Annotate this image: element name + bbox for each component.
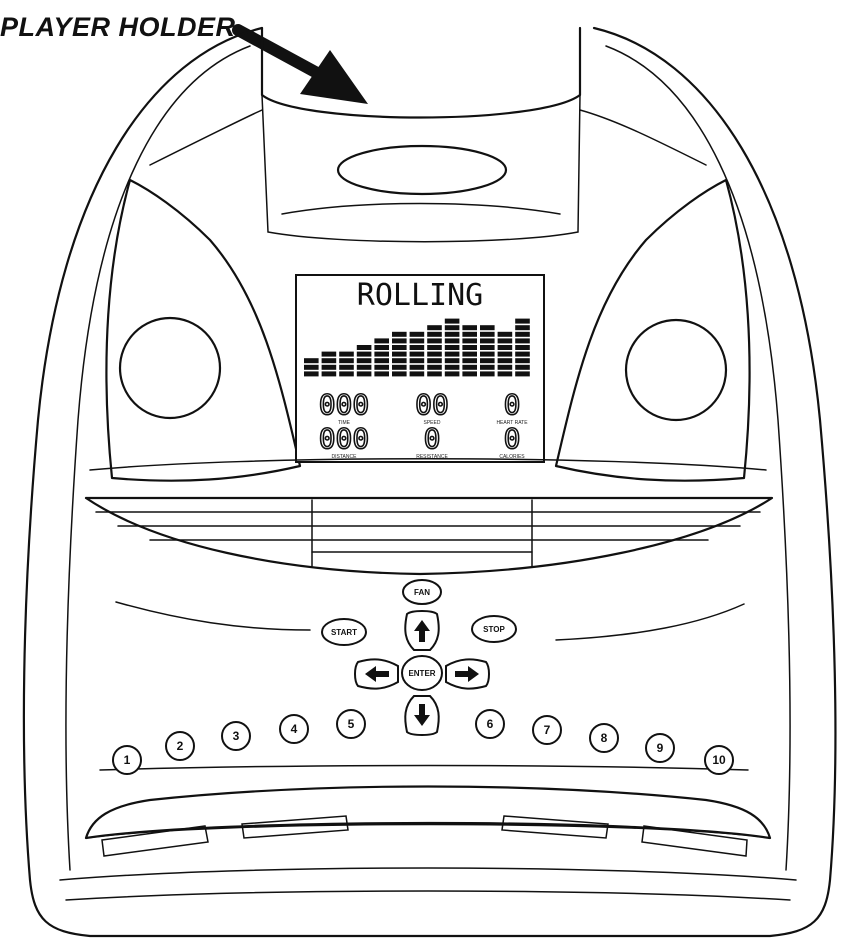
left-keypad-curve [115, 601, 311, 631]
lower-panel-curve [99, 764, 749, 771]
lcd-readout-label: DISTANCE [332, 454, 358, 460]
quick-key-9[interactable]: 9 [645, 733, 675, 763]
right-speaker [624, 318, 728, 422]
lcd-readout-label: CALORIES [499, 454, 525, 460]
svg-text:ENTER: ENTER [408, 669, 435, 678]
quick-key-4[interactable]: 4 [279, 714, 309, 744]
profile-bar [339, 351, 354, 377]
arrow-down-icon [414, 704, 430, 726]
left-outer-pad [101, 825, 209, 857]
left-speaker [118, 316, 222, 420]
right-keypad-curve [555, 603, 745, 641]
lcd-readout-value: 0 [424, 422, 441, 455]
quick-key-6[interactable]: 6 [475, 709, 505, 739]
profile-bar [427, 325, 442, 377]
quick-key-label: 7 [544, 723, 551, 737]
lcd-readout-label: HEART RATE [496, 420, 528, 426]
quick-key-label: 8 [601, 731, 608, 745]
callout-arrow [232, 24, 368, 104]
fan-button[interactable]: FAN [402, 579, 442, 605]
profile-bar [515, 318, 530, 377]
up-arrow-button[interactable] [404, 610, 440, 651]
stop-button[interactable]: STOP [471, 615, 517, 643]
start-button[interactable]: START [321, 618, 367, 646]
lcd-profile-chart [304, 318, 530, 377]
profile-bar [304, 358, 319, 377]
bottom-shelf [84, 785, 772, 857]
quick-key-8[interactable]: 8 [589, 723, 619, 753]
console-body [22, 26, 837, 938]
quick-key-2[interactable]: 2 [165, 731, 195, 761]
profile-bar [444, 318, 460, 377]
left-inner-pad [241, 815, 349, 839]
down-arrow-button[interactable] [404, 695, 440, 736]
arrow-right-icon [455, 666, 479, 682]
right-side-panel [554, 178, 751, 482]
quick-key-label: 1 [124, 753, 131, 767]
quick-key-7[interactable]: 7 [532, 715, 562, 745]
profile-bar [480, 325, 495, 377]
right-inner-pad [501, 815, 609, 839]
quick-key-label: 5 [348, 717, 355, 731]
lcd-readout-value: 000 [319, 422, 370, 455]
quick-keys: 1 2 3 4 5 6 7 8 9 10 [112, 709, 734, 775]
callout-player-holder: PLAYER HOLDER [0, 12, 236, 42]
profile-bar [409, 331, 425, 377]
svg-text:START: START [331, 628, 357, 637]
profile-bar [392, 331, 407, 377]
profile-bar [356, 345, 372, 377]
quick-key-label: 2 [177, 739, 184, 753]
left-arrow-button[interactable] [354, 658, 399, 690]
left-side-panel [105, 178, 302, 482]
quick-key-5[interactable]: 5 [336, 709, 366, 739]
right-arrow-button[interactable] [445, 658, 490, 690]
profile-bar [462, 325, 477, 377]
profile-bar [321, 351, 337, 377]
arrow-left-icon [365, 666, 389, 682]
lcd-readout-value: 0 [504, 422, 521, 455]
quick-key-1[interactable]: 1 [112, 745, 142, 775]
svg-text:FAN: FAN [414, 588, 430, 597]
lcd-readout-label: RESISTANCE [416, 454, 448, 460]
lcd-readout-value: 000 [319, 388, 370, 421]
right-outer-pad [641, 825, 748, 857]
lcd-program-title: ROLLING [357, 278, 483, 313]
profile-bar [374, 338, 389, 377]
enter-button[interactable]: ENTER [401, 655, 443, 691]
arrow-up-icon [414, 620, 430, 642]
lcd-readout-label: SPEED [424, 420, 441, 426]
quick-key-label: 9 [657, 741, 664, 755]
quick-key-label: 6 [487, 717, 494, 731]
center-vent [84, 458, 774, 576]
svg-text:STOP: STOP [483, 625, 505, 634]
quick-key-10[interactable]: 10 [704, 745, 734, 775]
lcd-readout-value: 00 [415, 388, 449, 421]
player-holder-slot [336, 144, 508, 196]
quick-key-label: 10 [712, 753, 726, 767]
player-holder-tray [149, 26, 707, 243]
lcd-readout-value: 0 [504, 388, 521, 421]
quick-key-3[interactable]: 3 [221, 721, 251, 751]
lcd-readout-label: TIME [338, 420, 351, 426]
quick-key-label: 4 [291, 722, 298, 736]
profile-bar [497, 331, 513, 377]
quick-key-label: 3 [233, 729, 240, 743]
